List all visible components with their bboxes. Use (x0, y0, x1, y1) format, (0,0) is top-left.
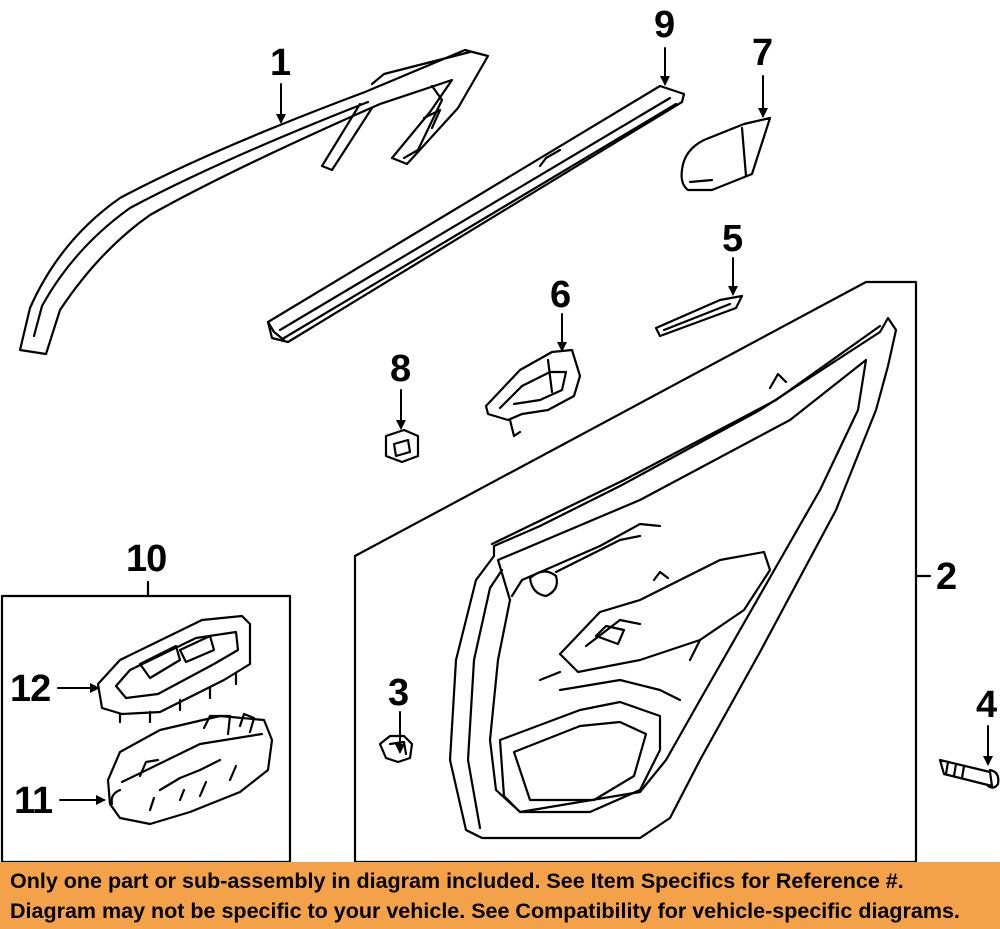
callout-10: 10 (126, 538, 167, 580)
callout-8: 8 (390, 348, 411, 390)
part-2-door-trim-panel (448, 316, 898, 840)
part-9-belt-weatherstrip (266, 84, 686, 344)
callout-7: 7 (752, 32, 773, 74)
part-10-bracket (0, 580, 292, 862)
callout-4: 4 (976, 684, 997, 726)
part-1-frame-molding (18, 48, 490, 356)
callout-9: 9 (654, 4, 675, 46)
part-4-bolt (938, 758, 1000, 789)
callout-11: 11 (14, 780, 53, 822)
part-11-switch-assembly (106, 712, 274, 826)
callout-1: 1 (270, 42, 291, 84)
part-2-bracket (353, 280, 932, 862)
part-8-clip (384, 428, 420, 464)
part-12-switch-bezel (96, 614, 252, 724)
part-6-handle-bezel (484, 348, 582, 438)
callout-6: 6 (550, 274, 571, 316)
part-7-corner-garnish (680, 116, 772, 192)
parts-diagram (0, 47, 1000, 862)
callout-2: 2 (936, 556, 957, 598)
notice-line-2: Diagram may not be specific to your vehi… (10, 899, 960, 923)
part-5-trim-strip (654, 294, 744, 338)
notice-banner: Only one part or sub-assembly in diagram… (0, 862, 1000, 929)
callout-12: 12 (10, 668, 51, 710)
part-3-fastener (378, 734, 414, 764)
notice-line-1: Only one part or sub-assembly in diagram… (10, 869, 904, 893)
callout-3: 3 (388, 672, 409, 714)
callout-5: 5 (722, 218, 743, 260)
callout-arrows (57, 47, 993, 805)
